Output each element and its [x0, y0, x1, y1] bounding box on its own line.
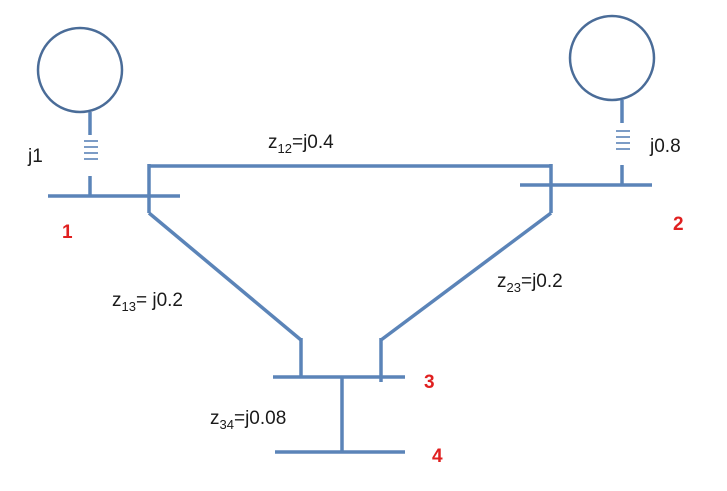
impedance-label-z34: z34=j0.08 [210, 408, 286, 432]
generator-2-reactance-label: j0.8 [649, 136, 681, 157]
impedance-label-z23: z23=j0.2 [497, 271, 563, 295]
bus-3-number: 3 [424, 372, 435, 393]
generator-2-reactance-coil [616, 130, 630, 150]
generator-2: j0.8 [568, 14, 681, 185]
generator-1-reactance-label: j1 [27, 146, 43, 167]
impedance-label-z12: z12=j0.4 [268, 132, 334, 156]
bus-1-number: 1 [62, 222, 73, 243]
line-1-2 [147, 164, 553, 213]
generator-1: j1 [27, 26, 124, 196]
generator-1-reactance-coil [84, 140, 98, 160]
bus-4-number: 4 [432, 446, 443, 467]
bus-2-number: 2 [673, 214, 684, 235]
line-1-3 [147, 211, 303, 342]
impedance-label-z13: z13= j0.2 [112, 290, 183, 314]
generator-1-circle [36, 26, 124, 114]
generator-2-circle [568, 14, 656, 102]
line-2-3 [379, 211, 553, 342]
